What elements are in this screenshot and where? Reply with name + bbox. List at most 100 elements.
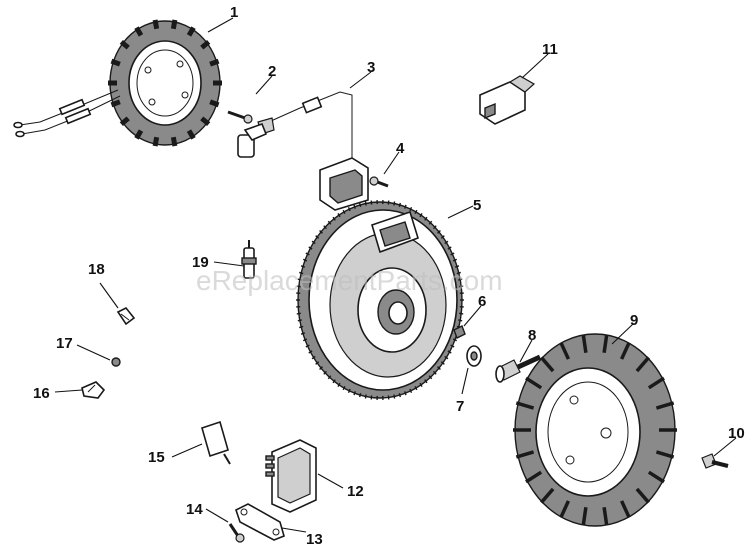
ring-gear-tooth [409,207,413,212]
stator-tooth [209,99,220,108]
ring-gear-tooth [398,392,402,398]
stator-tooth [119,116,130,127]
ring-gear-tooth [437,366,441,370]
ring-gear-tooth [452,338,458,342]
ring-gear-tooth [433,370,437,375]
fan-blade [635,356,651,373]
ring-gear-tooth [414,209,418,215]
ring-gear-tooth [414,385,418,391]
watermark: eReplacementParts.com [196,265,503,296]
ring-gear-tooth [456,271,461,275]
callout-3: 3 [367,59,375,76]
ring-gear-tooth [302,258,308,262]
callout-7: 7 [456,398,464,415]
ring-gear-tooth [319,366,323,370]
ring-gear-tooth [428,220,433,225]
clip-part [116,306,136,326]
ring-gear-tooth [299,271,304,275]
ring-gear-tooth [311,240,316,245]
ring-gear-tooth [364,201,367,206]
stator-tooth [152,19,160,30]
ring-gear-tooth [311,355,316,360]
ring-gear-tooth [327,220,332,225]
fan-blade [581,506,588,526]
ring-gear-tooth [458,319,463,322]
ring-gear-tooth [300,332,306,335]
stator-tooth [119,39,130,50]
ring-gear-tooth [319,230,323,234]
terminal-plate-part [201,420,231,465]
ring-gear-tooth [327,375,332,380]
stator-tooth [110,58,121,67]
bolt-part-10 [701,453,729,469]
stator-tooth [170,136,178,147]
ring-gear-tooth [305,252,310,256]
fan-blade [539,356,555,373]
ring-gear-tooth [315,235,320,239]
fan-blade [525,376,543,390]
ignition-module-part [237,91,369,211]
washer-part-7 [466,345,482,367]
fan-blade [515,450,535,459]
ring-gear-tooth [358,392,362,398]
fan-blade [539,487,555,504]
stator-tooth [152,136,160,147]
fan-blade [655,401,675,410]
fan-blade [602,334,609,354]
clamp-part [81,381,106,399]
ring-gear-tooth [297,319,302,322]
ring-gear-tooth [299,325,304,329]
ring-gear-tooth [315,361,320,365]
ring-gear-tooth [353,391,356,396]
callout-1: 1 [230,4,238,21]
stator-tooth [134,129,144,140]
callout-9: 9 [630,312,638,329]
ring-gear-tooth [459,312,464,315]
fan-blade [559,341,571,360]
stator-tooth [134,26,144,37]
ring-gear-tooth [337,213,341,218]
fan-blade [619,500,631,519]
ring-gear-tooth [296,312,301,315]
callout-16: 16 [33,385,50,402]
callout-11: 11 [542,41,558,58]
ring-gear-tooth [458,278,463,281]
stator-tooth [186,129,196,140]
leader-lines [54,17,737,533]
bolt-part-8 [495,354,542,383]
ring-gear-tooth [447,246,452,250]
ring-gear-tooth [444,240,449,245]
ring-gear-tooth [450,344,455,348]
fan-blade [647,376,665,390]
screw-part-2 [227,110,253,124]
screw-part-14 [228,523,245,543]
connector-part [479,75,536,125]
ring-gear-tooth [419,213,423,218]
callout-2: 2 [268,63,276,80]
ring-gear-tooth [332,216,336,221]
stator-tooth [110,99,121,108]
stator-tooth [200,39,211,50]
fan-blade [515,401,535,410]
ring-gear-tooth [308,246,313,250]
ring-gear-tooth [428,375,433,380]
ring-gear-tooth [353,204,356,209]
ring-gear-tooth [444,355,449,360]
ring-gear-tooth [332,379,336,384]
ring-gear-tooth [323,225,327,230]
stator-tooth [209,58,220,67]
ring-gear-tooth [337,382,341,387]
callout-15: 15 [148,449,165,466]
callout-18: 18 [88,261,105,278]
fan-blade [525,470,543,484]
nut-part [111,357,121,367]
ring-gear-tooth [398,202,402,208]
rectifier-part [265,439,317,513]
stator-tooth [200,116,211,127]
ring-gear-tooth [308,350,313,354]
ring-gear-tooth [342,209,346,215]
fan-blade [655,450,675,459]
ring-gear-tooth [437,230,441,234]
fan-blade [602,506,609,526]
ring-gear-tooth [409,388,413,393]
